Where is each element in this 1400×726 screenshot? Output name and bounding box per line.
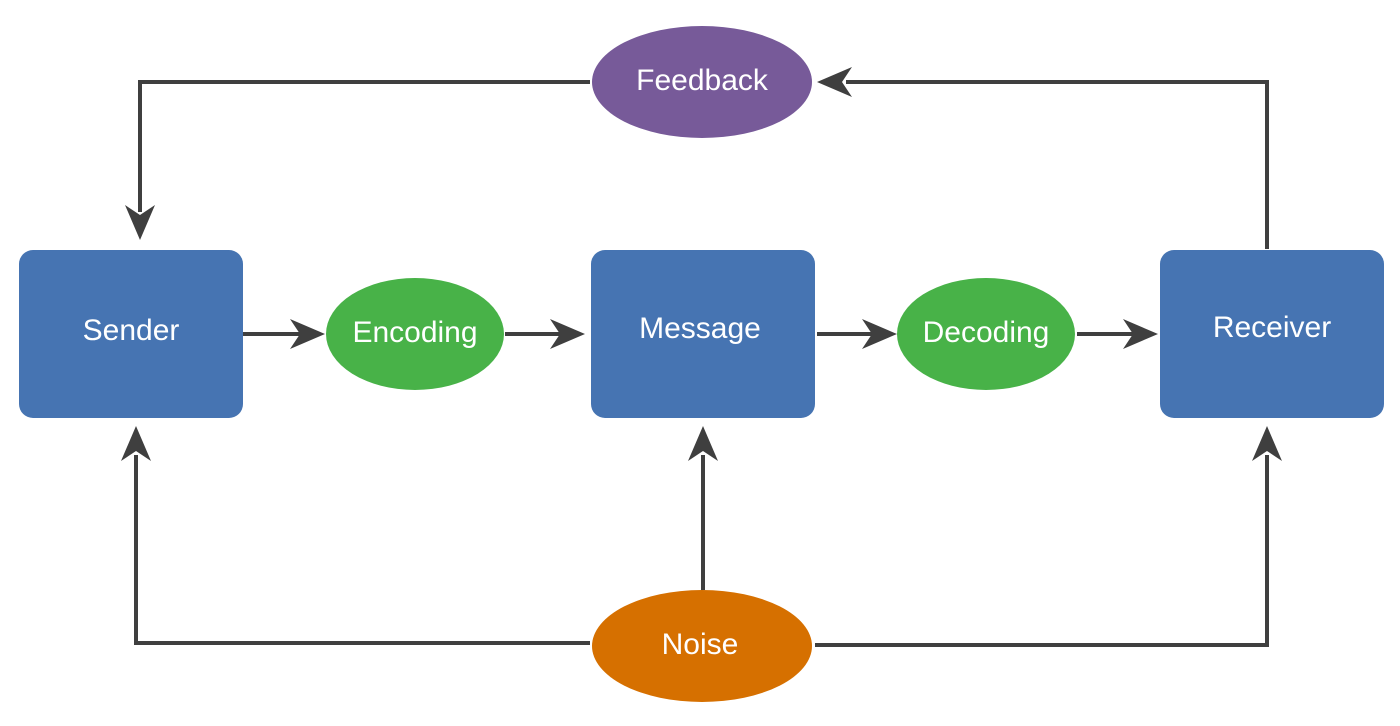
node-receiver: Receiver: [1160, 250, 1384, 418]
node-encoding: Encoding: [326, 278, 504, 390]
decoding-label: Decoding: [923, 316, 1050, 349]
edge-noise-to-receiver: [815, 426, 1282, 647]
receiver-label: Receiver: [1213, 311, 1331, 344]
encoding-label: Encoding: [352, 316, 477, 349]
node-noise: Noise: [592, 590, 812, 702]
sender-label: Sender: [83, 314, 180, 347]
decoding-ellipse: [897, 278, 1075, 390]
node-decoding: Decoding: [897, 278, 1075, 390]
node-sender: Sender: [19, 250, 243, 418]
edge-noise-to-sender: [121, 426, 590, 645]
feedback-ellipse: [592, 26, 812, 138]
edge-receiver-to-feedback: [817, 67, 1269, 249]
message-box: [591, 250, 815, 418]
node-message: Message: [591, 250, 815, 418]
edge-encoding-to-message: [505, 319, 585, 349]
edge-feedback-to-sender: [125, 80, 590, 240]
sender-box: [19, 250, 243, 418]
noise-label: Noise: [662, 628, 739, 661]
edge-message-to-decoding: [817, 319, 897, 349]
node-feedback: Feedback: [592, 26, 812, 138]
edge-noise-to-message: [688, 426, 718, 590]
receiver-box: [1160, 250, 1384, 418]
encoding-ellipse: [326, 278, 504, 390]
edge-sender-to-encoding: [243, 319, 325, 349]
feedback-label: Feedback: [636, 64, 769, 97]
connectors: [121, 67, 1282, 647]
message-label: Message: [639, 312, 761, 345]
noise-ellipse: [592, 590, 812, 702]
edge-decoding-to-receiver: [1077, 319, 1158, 349]
